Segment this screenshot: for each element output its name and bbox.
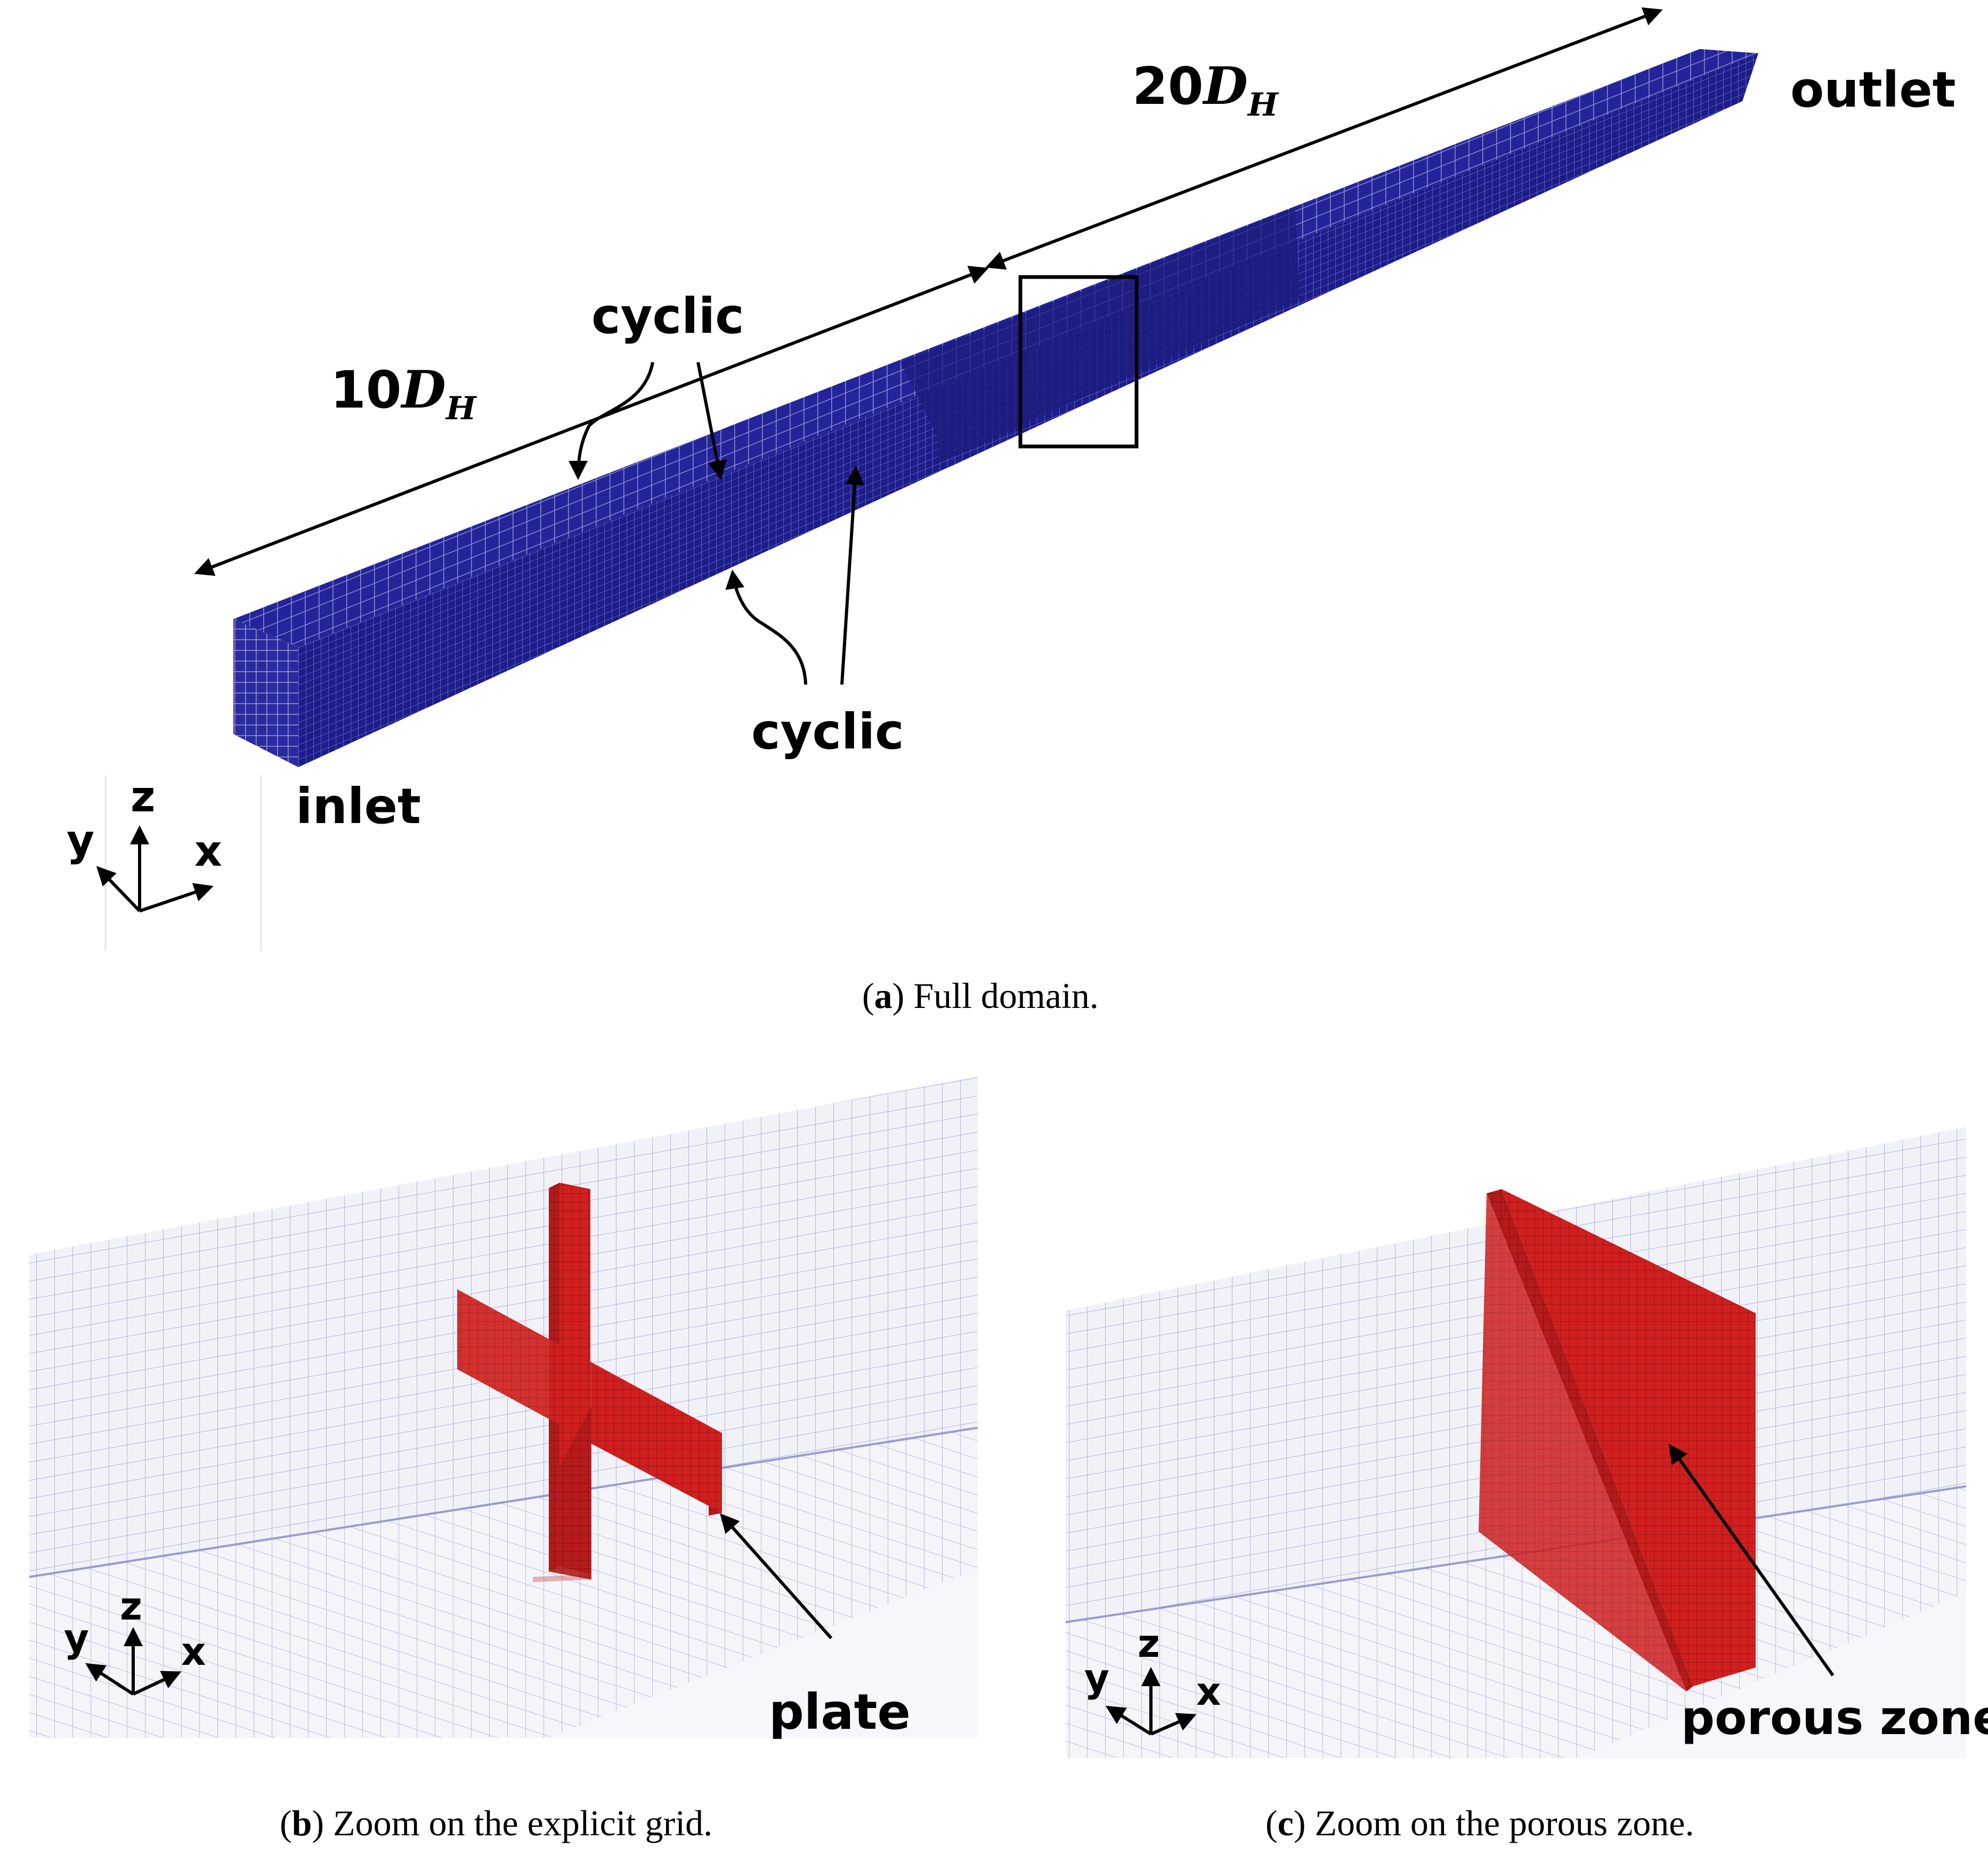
dim-20dh-arrow xyxy=(985,7,1663,270)
duct-inlet-face xyxy=(233,619,298,767)
dim-10dh-arrow xyxy=(194,265,989,576)
dim-10dh-label: 10DH xyxy=(330,360,477,427)
porous-label: porous zone xyxy=(1681,1690,1988,1745)
axis-triad-a: z y x xyxy=(67,772,262,951)
cross-plate xyxy=(457,1183,722,1582)
caption-c: (c) Zoom on the porous zone. xyxy=(1265,1803,1694,1843)
inlet-label: inlet xyxy=(296,778,421,835)
cyclic-bottom-label: cyclic xyxy=(751,703,904,760)
cyclic-top-label: cyclic xyxy=(591,288,744,345)
panel-b-mesh-floor xyxy=(29,1428,978,1738)
axis-x-label: x xyxy=(194,826,222,876)
duct-refined-region xyxy=(900,208,1300,463)
panel-b-mesh-ramp xyxy=(549,1569,978,1738)
axis-z-label: z xyxy=(120,1584,142,1629)
axis-y-label: y xyxy=(1084,1656,1109,1701)
cyclic-top-pointer-right xyxy=(696,362,727,480)
dim-20dh-label: 20DH xyxy=(1132,56,1279,124)
plate-pointer xyxy=(720,1513,833,1639)
axis-x-label: x xyxy=(181,1629,206,1674)
panel-c: porous zone z y x (c) Zoom on the porous… xyxy=(1065,1127,1988,1843)
porous-zone-slab xyxy=(1479,1189,1756,1691)
axis-triad-c: z y x xyxy=(1084,1621,1221,1736)
cyclic-top-pointer-left xyxy=(569,362,654,480)
cyclic-bottom-pointer-right xyxy=(840,466,865,685)
panel-b: plate z y x (b) Zoom on the explicit gri… xyxy=(29,1076,978,1843)
axis-x-label: x xyxy=(1196,1669,1221,1714)
panel-a: 10DH 20DH cyclic cyclic inlet outlet z y… xyxy=(67,7,1956,1016)
outlet-label: outlet xyxy=(1790,61,1956,118)
porous-pointer xyxy=(1668,1444,1835,1677)
zoom-box xyxy=(1018,275,1139,449)
axis-y-label: y xyxy=(64,1616,89,1661)
axis-triad-b: z y x xyxy=(64,1584,206,1696)
cyclic-bottom-pointer-left xyxy=(725,570,807,685)
axis-y-label: y xyxy=(67,816,94,865)
caption-b: (b) Zoom on the explicit grid. xyxy=(280,1803,712,1843)
caption-a: (a) Full domain. xyxy=(862,975,1099,1016)
plate-label: plate xyxy=(769,1683,911,1740)
panel-c-mesh-ramp xyxy=(1577,1593,1966,1758)
axis-z-label: z xyxy=(131,772,156,821)
axis-z-label: z xyxy=(1138,1621,1160,1666)
